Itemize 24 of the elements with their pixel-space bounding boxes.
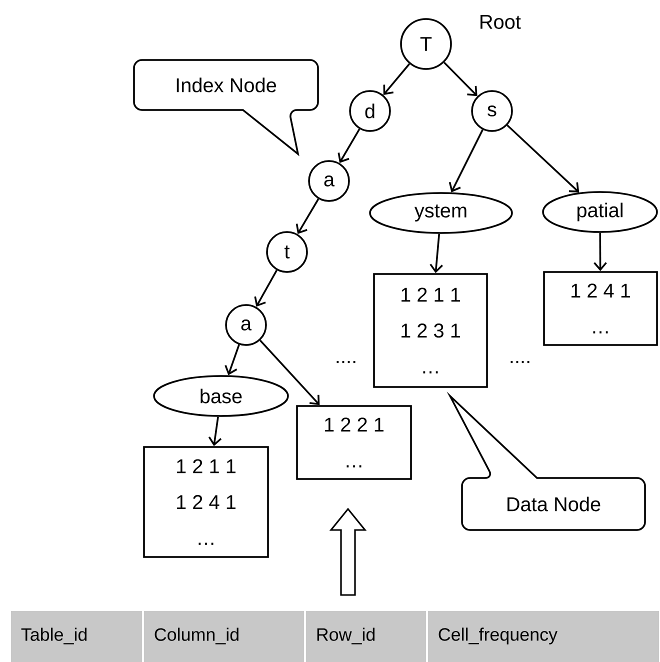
- data-box: 1 2 1 1 1 2 4 1 …: [143, 446, 269, 558]
- data-box: 1 2 2 1 …: [296, 405, 412, 480]
- arrow: [444, 62, 478, 96]
- arrow: [448, 129, 484, 192]
- arrow: [430, 234, 443, 274]
- table-header-cell: Cell_frequency: [428, 611, 659, 662]
- arrow: [383, 63, 410, 95]
- data-box: 1 2 1 1 1 2 3 1 …: [373, 273, 488, 388]
- ellipsis-mark: ....: [510, 360, 530, 364]
- arrow: [224, 344, 240, 376]
- arrow: [338, 128, 360, 163]
- table-header-cell: Column_id: [144, 611, 304, 662]
- ellipsis-mark: ....: [336, 360, 356, 364]
- table-header-cell: Row_id: [306, 611, 426, 662]
- table-header-cell: Table_id: [11, 611, 142, 662]
- data-box: 1 2 4 1 …: [543, 271, 658, 346]
- root-label: Root: [480, 15, 521, 29]
- arrow: [506, 124, 580, 192]
- arrow: [594, 232, 607, 272]
- arrow: [296, 198, 320, 234]
- arrow: [208, 416, 222, 446]
- arrow: [260, 340, 320, 406]
- callout-bubble: Index Node: [133, 59, 319, 155]
- arrow: [254, 270, 278, 307]
